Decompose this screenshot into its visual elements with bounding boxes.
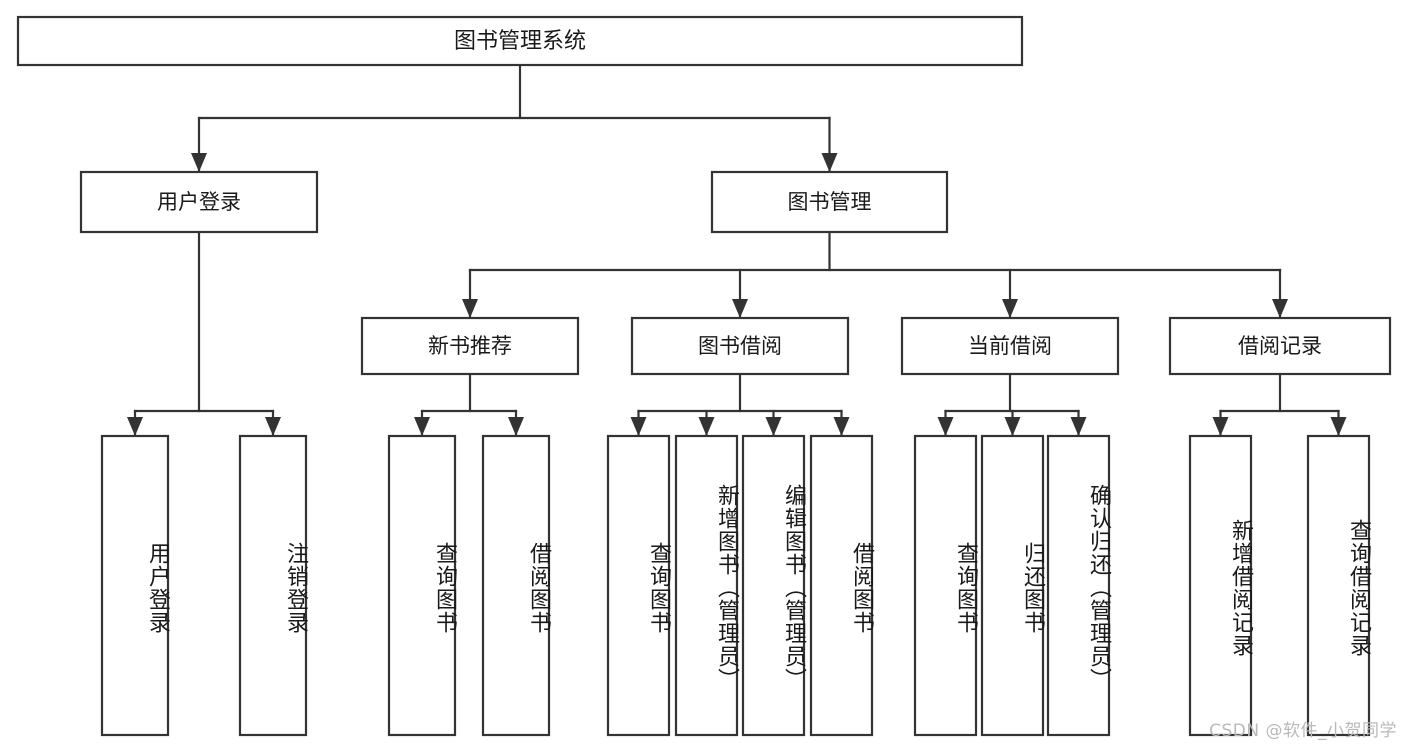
arrow-head-icon: [821, 153, 838, 172]
arrow-head-icon: [414, 417, 430, 436]
node-label: 图书借阅: [698, 334, 782, 358]
node-box: [16, 15, 1024, 67]
node-box: [1168, 316, 1392, 376]
arrow-head-icon: [265, 417, 281, 436]
node-leaf-query-book-2[interactable]: [606, 434, 671, 737]
arrow-head-icon: [732, 299, 748, 318]
node-box: [710, 170, 949, 234]
node-box: [606, 434, 671, 737]
node-box: [387, 434, 457, 737]
node-leaf-borrow-book-2[interactable]: [809, 434, 874, 737]
node-label: 用户登录: [157, 190, 241, 214]
arrow-head-icon: [765, 417, 782, 436]
node-leaf-return-book[interactable]: [980, 434, 1045, 737]
node-book-mgmt[interactable]: 图书管理: [710, 170, 949, 234]
node-box: [741, 434, 806, 737]
arrow-head-icon: [937, 417, 954, 436]
node-leaf-add-book[interactable]: [674, 434, 739, 737]
watermark-text: CSDN @软件_小贺同学: [1209, 721, 1397, 741]
node-book-borrow[interactable]: 图书借阅: [630, 316, 850, 376]
node-current-borrow[interactable]: 当前借阅: [900, 316, 1120, 376]
edges-layer: [127, 63, 1347, 436]
node-box: [238, 434, 308, 737]
node-box: [630, 316, 850, 376]
arrow-head-icon: [191, 153, 207, 172]
node-leaf-add-record[interactable]: [1188, 434, 1253, 737]
arrow-head-icon: [1004, 417, 1021, 436]
node-box: [913, 434, 978, 737]
node-box: [79, 170, 319, 234]
node-box: [1306, 434, 1371, 737]
node-new-book-rec[interactable]: 新书推荐: [360, 316, 580, 376]
node-box: [481, 434, 551, 737]
node-box: [1188, 434, 1253, 737]
arrow-head-icon: [1272, 299, 1288, 318]
node-leaf-query-book-3[interactable]: [913, 434, 978, 737]
node-label: 新书推荐: [428, 334, 512, 358]
arrow-head-icon: [1330, 417, 1347, 436]
node-box: [674, 434, 739, 737]
arrow-head-icon: [127, 417, 143, 436]
arrow-head-icon: [630, 417, 647, 436]
node-label: 图书管理系统: [454, 29, 586, 54]
arrow-head-icon: [833, 417, 850, 436]
node-label: 图书管理: [788, 190, 872, 214]
node-box: [809, 434, 874, 737]
node-root[interactable]: 图书管理系统: [16, 15, 1024, 67]
arrow-head-icon: [1070, 417, 1087, 436]
node-leaf-user-login[interactable]: [100, 434, 170, 737]
arrow-head-icon: [462, 299, 478, 318]
node-leaf-borrow-book-1[interactable]: [481, 434, 551, 737]
arrow-head-icon: [1002, 299, 1018, 318]
arrow-head-icon: [1212, 417, 1229, 436]
node-box: [100, 434, 170, 737]
node-leaf-query-book-1[interactable]: [387, 434, 457, 737]
arrow-head-icon: [508, 417, 524, 436]
node-box: [360, 316, 580, 376]
node-leaf-query-record[interactable]: [1306, 434, 1371, 737]
node-label: 借阅记录: [1238, 334, 1322, 358]
node-borrow-record[interactable]: 借阅记录: [1168, 316, 1392, 376]
node-user-login[interactable]: 用户登录: [79, 170, 319, 234]
node-leaf-edit-book[interactable]: [741, 434, 806, 737]
node-leaf-user-logout[interactable]: [238, 434, 308, 737]
node-box: [900, 316, 1120, 376]
node-leaf-confirm-return[interactable]: [1046, 434, 1111, 737]
node-label: 当前借阅: [968, 334, 1052, 358]
node-box: [980, 434, 1045, 737]
node-box: [1046, 434, 1111, 737]
arrow-head-icon: [698, 417, 715, 436]
